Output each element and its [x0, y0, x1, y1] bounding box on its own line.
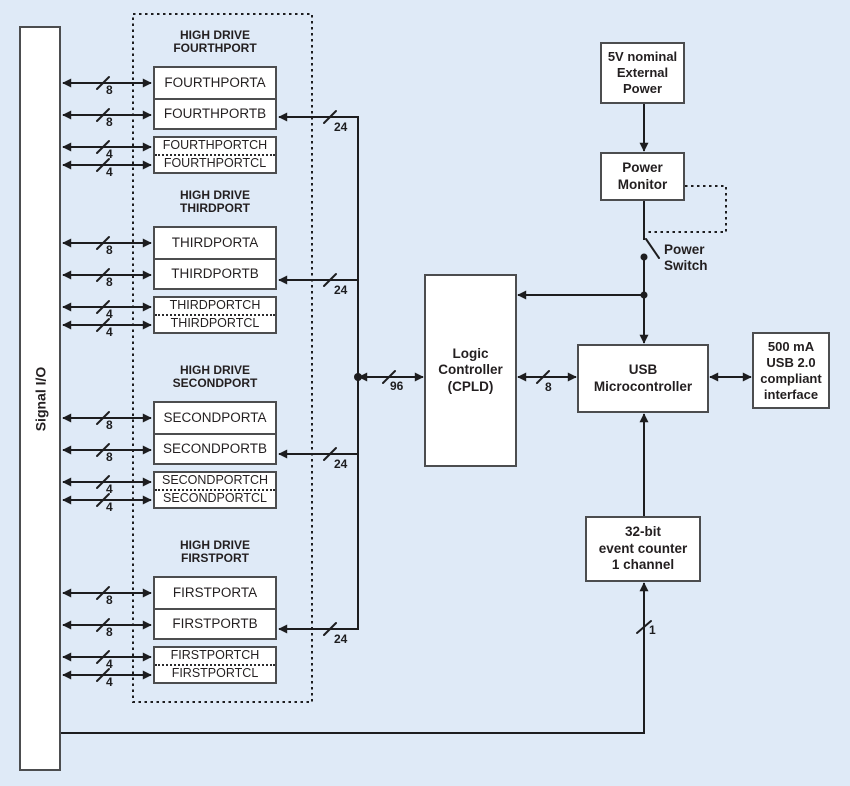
- port-box-thirdportcl: THIRDPORTCL: [170, 316, 260, 330]
- external-power-block: 5V nominal External Power: [600, 42, 685, 104]
- usb-microcontroller-block: USB Microcontroller: [577, 344, 709, 413]
- cpld-usb-bus: [517, 370, 577, 384]
- bus-width-label: 4: [106, 165, 113, 179]
- port-box-fourthportb: FOURTHPORTB: [153, 98, 277, 130]
- bus-width-label: 4: [106, 657, 113, 671]
- signal-io-label: Signal I/O: [32, 366, 49, 431]
- bus-width-label: 4: [106, 500, 113, 514]
- port-box-firstportch: FIRSTPORTCH: [155, 648, 275, 666]
- signal-io-buses: [62, 76, 152, 682]
- group-heading: HIGH DRIVE THIRDPORT: [179, 188, 250, 215]
- port-box-secondportcl: SECONDPORTCL: [163, 491, 267, 505]
- bus-width-label: 24: [334, 283, 348, 297]
- port-group-fourthport: HIGH DRIVE FOURTHPORT FOURTHPORTA FOURTH…: [153, 29, 277, 174]
- bus-width-label: 8: [106, 83, 113, 97]
- port-box-firstportb: FIRSTPORTB: [153, 608, 277, 640]
- port-box-secondporta: SECONDPORTA: [153, 401, 277, 435]
- counter-path: [60, 413, 652, 734]
- bus-width-label: 8: [106, 418, 113, 432]
- power-switch-label: Power Switch: [664, 242, 708, 273]
- group-heading: HIGH DRIVE FOURTHPORT: [173, 28, 257, 55]
- bus-width-label: 8: [106, 593, 113, 607]
- port-box-thirdportb: THIRDPORTB: [153, 258, 277, 290]
- bus-width-label: 4: [106, 675, 113, 689]
- bus-width-label: 8: [106, 275, 113, 289]
- bus-width-label: 8: [545, 380, 552, 394]
- signal-io-block: Signal I/O: [19, 26, 61, 771]
- bus-width-label: 4: [106, 147, 113, 161]
- port-box-firstporta: FIRSTPORTA: [153, 576, 277, 610]
- bus-width-label: 8: [106, 115, 113, 129]
- port-box-firstportcl: FIRSTPORTCL: [171, 666, 259, 680]
- power-switch-lever-icon: [645, 238, 660, 259]
- port-box-thirdportc: THIRDPORTCH THIRDPORTCL: [153, 296, 277, 334]
- bus-width-label: 24: [334, 120, 348, 134]
- power-monitor-sense-line: [646, 185, 727, 233]
- port-box-fourthportc: FOURTHPORTCH FOURTHPORTCL: [153, 136, 277, 174]
- group-heading: HIGH DRIVE FIRSTPORT: [179, 538, 250, 565]
- bus-width-label: 96: [390, 379, 404, 393]
- bus-width-label: 8: [106, 625, 113, 639]
- port-box-firstportc: FIRSTPORTCH FIRSTPORTCL: [153, 646, 277, 684]
- logic-controller-block: Logic Controller (CPLD): [424, 274, 517, 467]
- port-box-thirdporta: THIRDPORTA: [153, 226, 277, 260]
- bus-width-label: 4: [106, 307, 113, 321]
- bus-width-label: 8: [106, 243, 113, 257]
- bus-width-label: 4: [106, 482, 113, 496]
- port-group-secondport: HIGH DRIVE SECONDPORT SECONDPORTA SECOND…: [153, 364, 277, 509]
- bus-width-label: 4: [106, 325, 113, 339]
- bus-width-label: 1: [649, 623, 656, 637]
- event-counter-block: 32-bit event counter 1 channel: [585, 516, 701, 582]
- port-box-fourthportch: FOURTHPORTCH: [155, 138, 275, 156]
- port-group-firstport: HIGH DRIVE FIRSTPORT FIRSTPORTA FIRSTPOR…: [153, 539, 277, 684]
- port-group-thirdport: HIGH DRIVE THIRDPORT THIRDPORTA THIRDPOR…: [153, 189, 277, 334]
- group-heading: HIGH DRIVE SECONDPORT: [172, 363, 258, 390]
- bus-width-label: 8: [106, 450, 113, 464]
- power-monitor-block: Power Monitor: [600, 152, 685, 201]
- port-box-thirdportch: THIRDPORTCH: [155, 298, 275, 316]
- dotted-boundary-box: [132, 13, 313, 703]
- bus-width-label: 24: [334, 632, 348, 646]
- usb-interface-block: 500 mA USB 2.0 compliant interface: [752, 332, 830, 409]
- bus-width-label: 24: [334, 457, 348, 471]
- port-box-secondportch: SECONDPORTCH: [155, 473, 275, 491]
- port-24-buses: [278, 110, 359, 636]
- port-box-secondportc: SECONDPORTCH SECONDPORTCL: [153, 471, 277, 509]
- port-box-fourthportcl: FOURTHPORTCL: [163, 156, 267, 170]
- port-box-secondportb: SECONDPORTB: [153, 433, 277, 465]
- power-path: [517, 103, 727, 344]
- cpld-96-bus: [354, 370, 424, 384]
- port-box-fourthporta: FOURTHPORTA: [153, 66, 277, 100]
